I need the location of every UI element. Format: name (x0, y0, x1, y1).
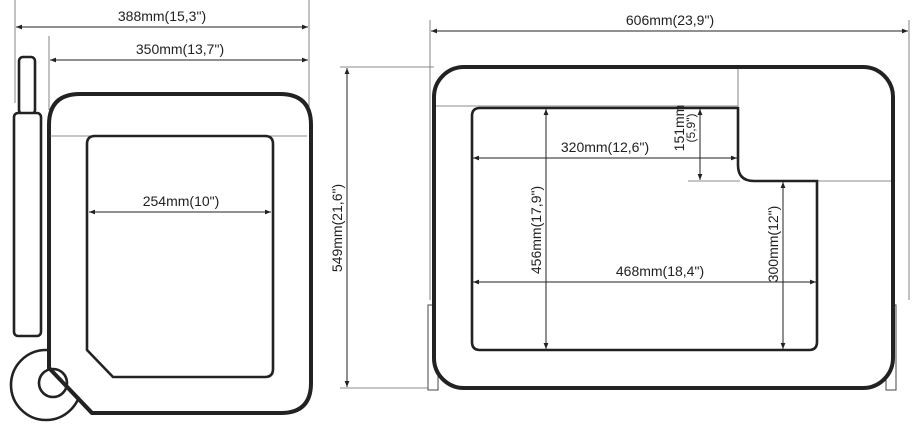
top-view: 606mm(23,9") 549mm(21,6") 151mm (5,9") 3… (329, 12, 910, 391)
label-lower-inner-depth: 300mm(12") (765, 206, 781, 283)
wheel-hub (37, 367, 69, 399)
label-inner-width: 468mm(18,4") (616, 263, 704, 279)
inner-compartment-side (85, 134, 275, 379)
label-inner-width: 254mm(10") (143, 193, 220, 209)
label-step-depth-mm: 151mm (671, 105, 687, 152)
label-body-width: 350mm(13,7") (136, 41, 224, 57)
label-overall-width: 388mm(15,3") (118, 8, 206, 24)
label-inner-depth: 456mm(17,9") (528, 186, 544, 274)
label-upper-inner-width: 320mm(12,6") (561, 139, 649, 155)
handle-bar (12, 111, 43, 338)
label-step-depth-in: (5,9") (684, 114, 698, 143)
side-view: 388mm(15,3") 350mm(13,7") 254mm(10") (9, 0, 313, 422)
inner-compartment-top (470, 106, 819, 352)
label-overall-width: 606mm(23,9") (626, 12, 714, 28)
label-overall-depth: 549mm(21,6") (329, 184, 345, 272)
handle-top (17, 55, 37, 116)
